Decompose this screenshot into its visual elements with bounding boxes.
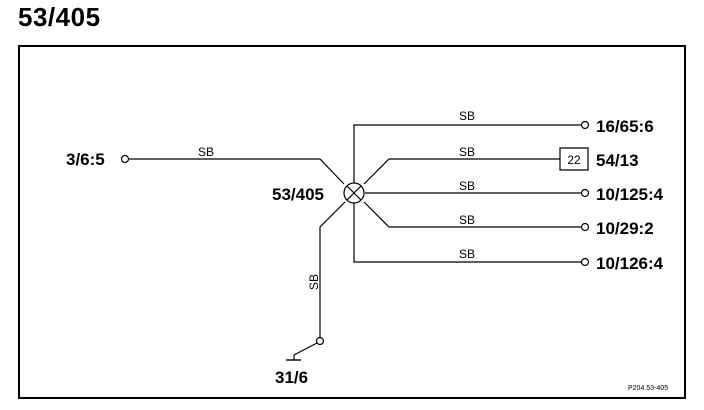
connector-22-number: 22: [567, 153, 581, 167]
wire-r2[interactable]: [364, 159, 560, 184]
ground-switch-icon[interactable]: [286, 343, 317, 360]
splice-node-icon[interactable]: [344, 183, 364, 203]
terminal-r3-pin: [582, 190, 589, 197]
terminal-r1-label: 16/65:6: [596, 117, 654, 136]
page-title: 53/405: [18, 2, 101, 32]
terminal-ground-label: 31/6: [275, 368, 308, 387]
wire-r5[interactable]: [354, 203, 589, 266]
diagram-frame: [19, 46, 685, 398]
terminal-r5-label: 10/126:4: [596, 254, 664, 273]
wire-left[interactable]: [122, 156, 345, 185]
terminal-r3-label: 10/125:4: [596, 185, 664, 204]
wire-left-color: SB: [198, 145, 214, 159]
diagram-reference: P204 53-405: [628, 385, 668, 392]
wire-r3-color: SB: [459, 179, 475, 193]
terminal-r5-pin: [582, 259, 589, 266]
wire-r5-color: SB: [459, 247, 475, 261]
terminal-r4-label: 10/29:2: [596, 219, 654, 238]
wire-r1[interactable]: [354, 122, 589, 185]
ground-switch-contact: [317, 338, 324, 345]
splice-label: 53/405: [272, 185, 324, 204]
wire-r4-color: SB: [459, 213, 475, 227]
connector-22-box[interactable]: 22: [560, 148, 588, 170]
wire-r1-color: SB: [459, 109, 475, 123]
wire-r2-color: SB: [459, 145, 475, 159]
terminal-r4-pin: [582, 224, 589, 231]
terminal-left-pin: [122, 156, 129, 163]
wire-ground[interactable]: [317, 202, 346, 345]
wire-ground-color: SB: [307, 274, 321, 290]
wire-r4[interactable]: [364, 202, 589, 231]
terminal-r2-label: 54/13: [596, 151, 639, 170]
wire-r3[interactable]: [365, 190, 589, 197]
terminal-r1-pin: [582, 122, 589, 129]
terminal-left-label: 3/6:5: [66, 150, 105, 169]
